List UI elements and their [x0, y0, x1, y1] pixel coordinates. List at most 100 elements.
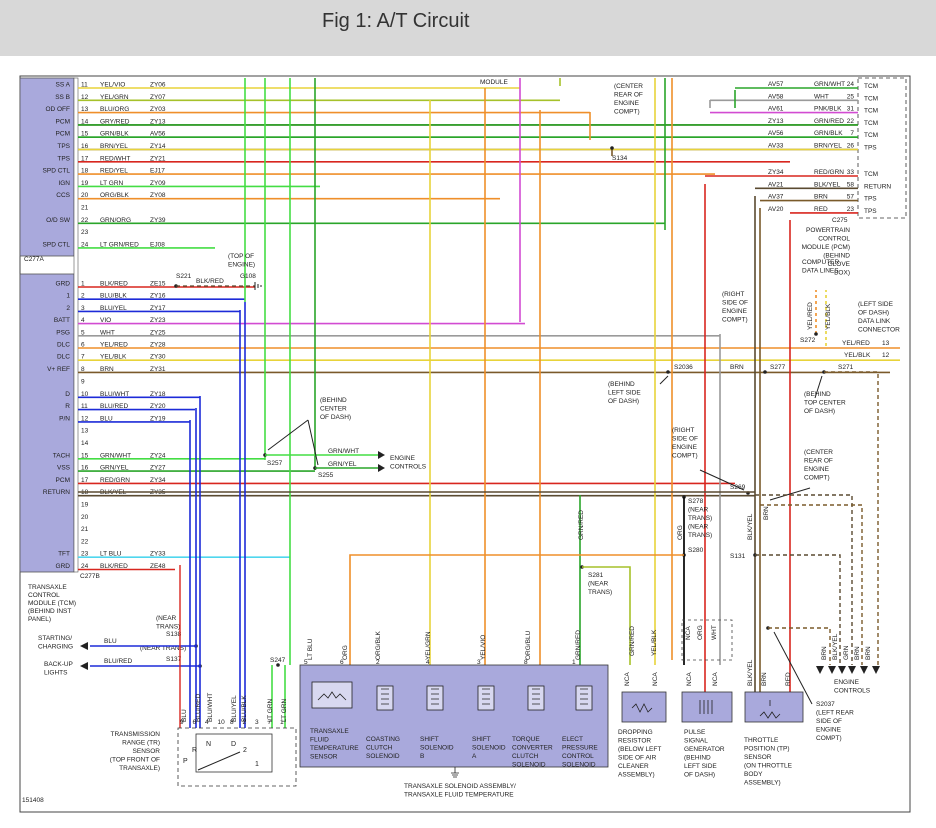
pcm-circuit-id: ZY07 [150, 94, 166, 101]
pcm-right-wire: BRN/YEL [814, 143, 842, 150]
splice-label: (NEAR [588, 581, 609, 588]
coil-icon [431, 688, 439, 705]
tcm-circuit-id: ZY25 [150, 329, 166, 336]
location-note: REAR OF [614, 92, 643, 99]
pcm-right-pin: 22 [847, 118, 855, 125]
leader [699, 469, 745, 491]
pcm-wire-color: GRY/RED [100, 118, 130, 125]
dropping-label: DROPPING [618, 729, 653, 736]
pcm-right-label: TPS [864, 208, 877, 215]
tcm-pin-number: 20 [81, 514, 89, 521]
pin-label: 4 [426, 659, 430, 666]
tcm-pin-label: GRD [56, 281, 71, 288]
tcm-pin-label: PCM [56, 477, 70, 484]
tcm-pin-number: 22 [81, 538, 89, 545]
tp-label: BODY [744, 771, 763, 778]
shift-b-label: SHIFT [420, 736, 439, 743]
arrow-icon [378, 464, 385, 472]
wire-label: GRN [843, 645, 850, 660]
location-note: OF DASH) [608, 398, 639, 405]
wire-label: NCA [624, 672, 631, 686]
pcm-pin-number: 12 [81, 94, 89, 101]
pcm-right-circuit: AV57 [768, 81, 784, 88]
pcm-wire-color: BLU/ORG [100, 106, 129, 113]
fluid-temp-icon [311, 681, 353, 709]
pcm-wire-color: BRN/YEL [100, 143, 128, 150]
tcc-label: SOLENOID [512, 762, 546, 769]
tr-switch [195, 733, 273, 773]
pcm-caption: BOX) [834, 270, 850, 277]
pcm-right-label: RETURN [864, 183, 891, 190]
pcm-right-wire: RED [814, 206, 828, 213]
wire-label: YEL/RED [842, 340, 870, 347]
pcm-right-pin: 57 [847, 194, 855, 201]
starting-label: STARTING/ [38, 635, 72, 642]
pcm-wire-color: RED/YEL [100, 168, 128, 175]
coasting-label: SOLENOID [366, 753, 400, 760]
pin-label: 9 [180, 719, 184, 726]
location-note: REAR OF [804, 458, 833, 465]
pcm-caption: POWERTRAIN [806, 227, 850, 234]
wire [768, 627, 831, 665]
pcm-pin-label: IGN [58, 180, 70, 187]
pcm-right-pin: 23 [847, 206, 855, 213]
wire-label: BLU/WHT [207, 693, 214, 722]
pcm-right-label: TCM [864, 120, 878, 127]
wire-label: ORG [677, 525, 684, 540]
tcm-pin-label: V+ REF [47, 366, 70, 373]
pin-label: 12 [882, 352, 890, 359]
shift-b-label: SOLENOID [420, 745, 454, 752]
location-note: (CENTER [614, 83, 643, 90]
wire-label: LT BLU [307, 638, 314, 660]
connector-c275: C275 [832, 217, 848, 224]
connector-c277b: C277B [80, 573, 100, 580]
wire-label: WHT [711, 625, 718, 640]
ground-icon [451, 767, 459, 778]
title-bar: Fig 1: A/T Circuit [0, 0, 936, 56]
tcm-circuit-id: ZY33 [150, 551, 166, 558]
wire-label: BLU/RED [104, 658, 132, 665]
splice-label: (NEAR [688, 507, 709, 514]
tcm-pin-number: 11 [81, 403, 88, 410]
tcm-pin-number: 24 [81, 563, 89, 570]
tcm-pin-label: VSS [57, 465, 71, 472]
pcm-right-label: TCM [864, 171, 878, 178]
label-module: MODULE [480, 79, 508, 86]
splice-label: S134 [612, 155, 628, 162]
pcm-circuit-id: ZY14 [150, 143, 166, 150]
wire-label: ORG/BLK [375, 630, 382, 660]
pcm-wire-color: LT GRN/RED [100, 241, 139, 248]
tcm-wire-color: YEL/BLK [100, 354, 127, 361]
pcm-right-circuit: AV58 [768, 93, 784, 100]
pcm-right-pin: 24 [847, 81, 855, 88]
ground-icon [254, 282, 262, 290]
wire-label: GRN/WHT [328, 448, 359, 455]
pcm-wire-color: ORG/BLK [100, 192, 130, 199]
pcm-right-wire: BRN [814, 194, 828, 201]
tcm-pin-label: TACH [53, 452, 71, 459]
coil-icon [699, 700, 713, 714]
pcm-right-label: TPS [864, 145, 877, 152]
shift-a-label: SHIFT [472, 736, 491, 743]
pcm-circuit-id: ZY13 [150, 118, 166, 125]
splice-s134 [610, 146, 614, 150]
tcm-pin-number: 13 [81, 428, 89, 435]
arrow-icon [378, 451, 385, 459]
fluid-temp-label: TEMPERATURE [310, 745, 359, 752]
tcm-wire-color: BLK/RED [100, 281, 128, 288]
leader [773, 631, 813, 705]
tp-label: SENSOR [744, 754, 772, 761]
tcc-label: CONVERTER [512, 745, 553, 752]
dlc-label: CONNECTOR [858, 327, 900, 334]
pcm-circuit-id: EJ17 [150, 168, 165, 175]
tcm-pin-label: D [65, 391, 70, 398]
tcm-circuit-id: ZE15 [150, 281, 166, 288]
tcm-circuit-id: ZY30 [150, 354, 166, 361]
pin-label: 5 [304, 659, 308, 666]
wire-label: BLK/YEL [832, 633, 839, 660]
tcc-label: TORQUE [512, 736, 540, 743]
location-note: SIDE OF [672, 436, 698, 443]
wire-label: BLU [104, 638, 117, 645]
splice-label: SIDE OF [816, 718, 842, 725]
